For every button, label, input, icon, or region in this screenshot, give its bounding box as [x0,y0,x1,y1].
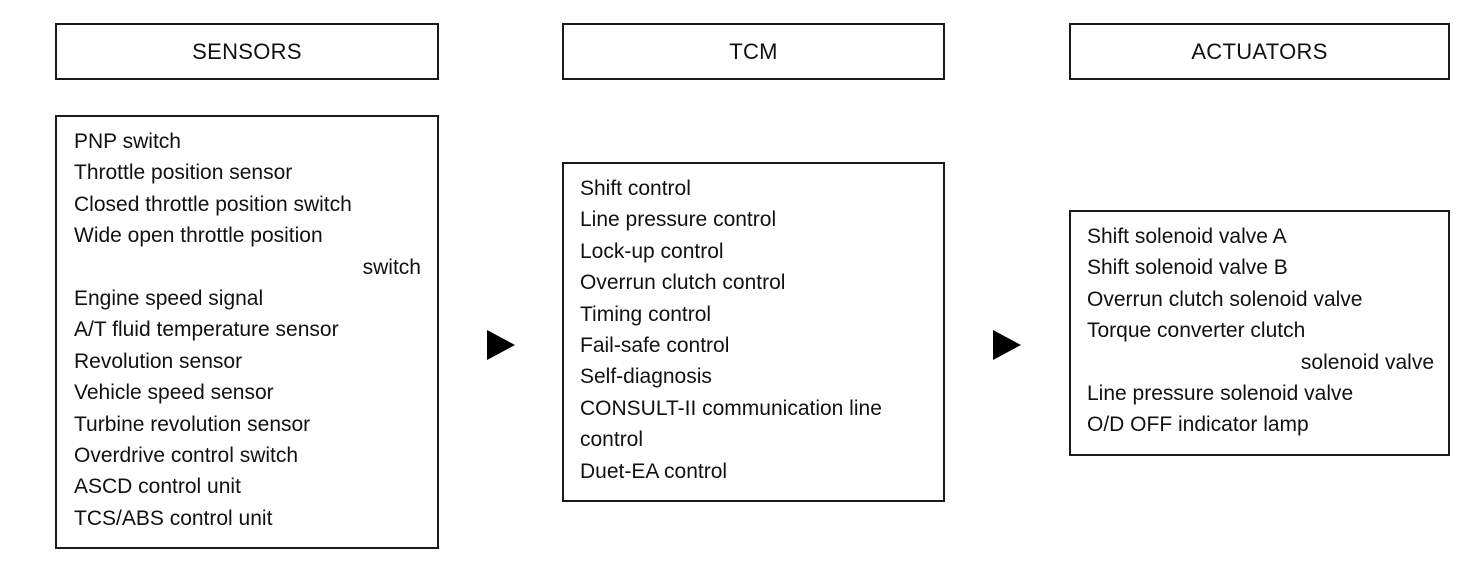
list-item-continuation: switch [74,252,421,283]
list-item: Shift solenoid valve B [1087,256,1288,280]
list-item: Timing control [580,302,712,326]
actuators-list-box: Shift solenoid valve A Shift solenoid va… [1069,210,1450,456]
actuators-title: ACTUATORS [1191,38,1328,64]
tcm-list-box: Shift control Line pressure control Lock… [562,162,945,502]
list-item: TCS/ABS control unit [74,506,273,530]
list-item: Line pressure control [580,208,777,232]
tcm-title: TCM [729,38,778,64]
list-item: O/D OFF indicator lamp [1087,413,1309,437]
list-item: Engine speed signal [74,287,264,311]
list-item: Throttle position sensor [74,161,293,185]
actuators-list: Shift solenoid valve A Shift solenoid va… [1087,221,1434,441]
list-item: CONSULT-II communication line [580,396,882,420]
list-item-continuation: solenoid valve [1087,347,1434,378]
list-item: Fail-safe control [580,334,730,358]
list-item: Vehicle speed sensor [74,381,274,405]
list-item: Lock-up control [580,239,724,263]
list-item: Overdrive control switch [74,444,299,468]
actuators-header: ACTUATORS [1069,23,1450,80]
list-item: Revolution sensor [74,349,243,373]
right-triangle-icon [487,330,515,360]
tcm-list: Shift control Line pressure control Lock… [580,173,931,487]
list-item: A/T fluid temperature sensor [74,318,339,342]
sensors-list: PNP switch Throttle position sensor Clos… [74,126,421,534]
list-item-continuation-text: solenoid valve [1300,350,1434,374]
list-item: Turbine revolution sensor [74,412,311,436]
tcm-header: TCM [562,23,945,80]
list-item: Shift solenoid valve A [1087,225,1287,248]
list-item: Overrun clutch solenoid valve [1087,287,1363,311]
sensors-header: SENSORS [55,23,439,80]
list-item: Line pressure solenoid valve [1087,382,1354,406]
list-item: Wide open throttle position [74,224,323,248]
list-item: control [580,428,644,452]
sensors-title: SENSORS [192,38,302,64]
list-item: Overrun clutch control [580,271,786,295]
list-item: Self-diagnosis [580,365,712,389]
list-item: Closed throttle position switch [74,192,352,216]
sensors-list-box: PNP switch Throttle position sensor Clos… [55,115,439,549]
right-triangle-icon [993,330,1021,360]
list-item: ASCD control unit [74,475,241,499]
list-item: PNP switch [74,130,181,153]
list-item: Torque converter clutch [1087,319,1306,343]
list-item: Duet-EA control [580,459,728,483]
list-item: Shift control [580,177,691,200]
list-item-continuation-text: switch [362,255,421,279]
